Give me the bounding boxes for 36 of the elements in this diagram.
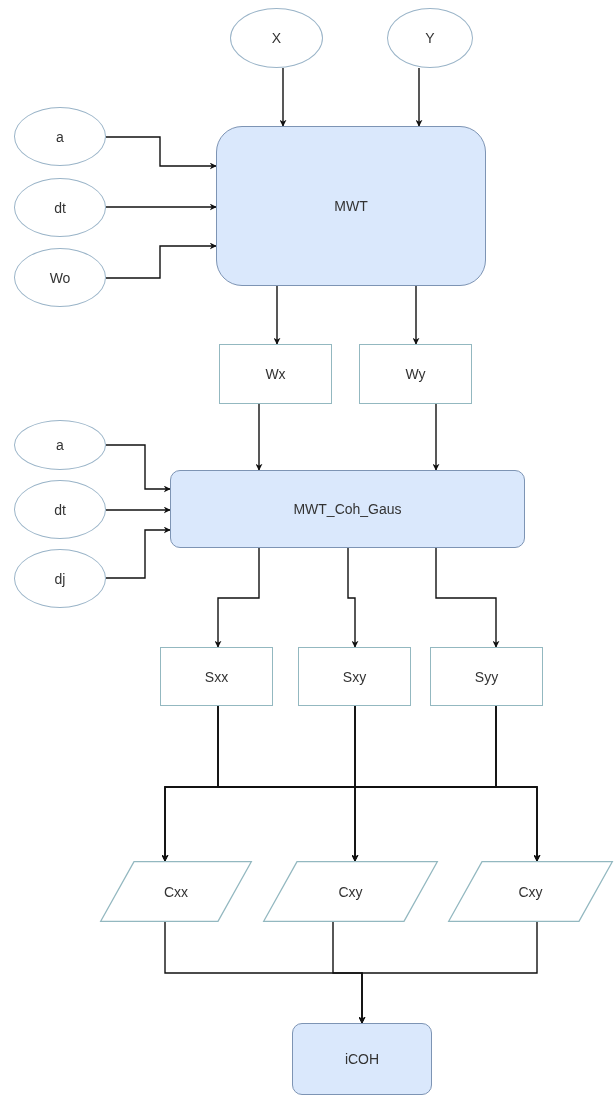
data-box: Syy	[430, 647, 543, 706]
arrow	[347, 547, 359, 648]
arrow	[412, 285, 420, 345]
input-ellipse: a	[14, 420, 106, 470]
arrow	[435, 547, 500, 648]
arrow	[358, 921, 538, 1024]
input-ellipse: dj	[14, 549, 106, 608]
output-parallelogram: Cxy	[263, 861, 438, 922]
arrow	[214, 547, 260, 648]
arrow	[105, 444, 171, 493]
arrow	[255, 403, 263, 471]
process-box: iCOH	[292, 1023, 432, 1095]
input-ellipse: X	[230, 8, 323, 68]
output-parallelogram: Cxx	[100, 861, 252, 922]
data-box: Wx	[219, 344, 332, 404]
input-ellipse: dt	[14, 178, 106, 237]
arrow	[105, 203, 217, 211]
process-box: MWT	[216, 126, 486, 286]
data-box: Sxx	[160, 647, 273, 706]
input-ellipse: Y	[387, 8, 473, 68]
process-box: MWT_Coh_Gaus	[170, 470, 525, 548]
arrow	[105, 526, 171, 579]
data-box: Wy	[359, 344, 472, 404]
arrow	[105, 136, 217, 170]
arrow	[273, 285, 281, 345]
input-ellipse: dt	[14, 480, 106, 539]
output-parallelogram: Cxy	[448, 861, 613, 922]
input-ellipse: Wo	[14, 248, 106, 307]
arrow	[105, 506, 171, 514]
arrow	[432, 403, 440, 471]
data-box: Sxy	[298, 647, 411, 706]
input-ellipse: a	[14, 107, 106, 166]
arrow	[105, 242, 217, 279]
arrow	[279, 67, 287, 127]
arrow	[495, 705, 541, 862]
arrow	[415, 67, 423, 127]
